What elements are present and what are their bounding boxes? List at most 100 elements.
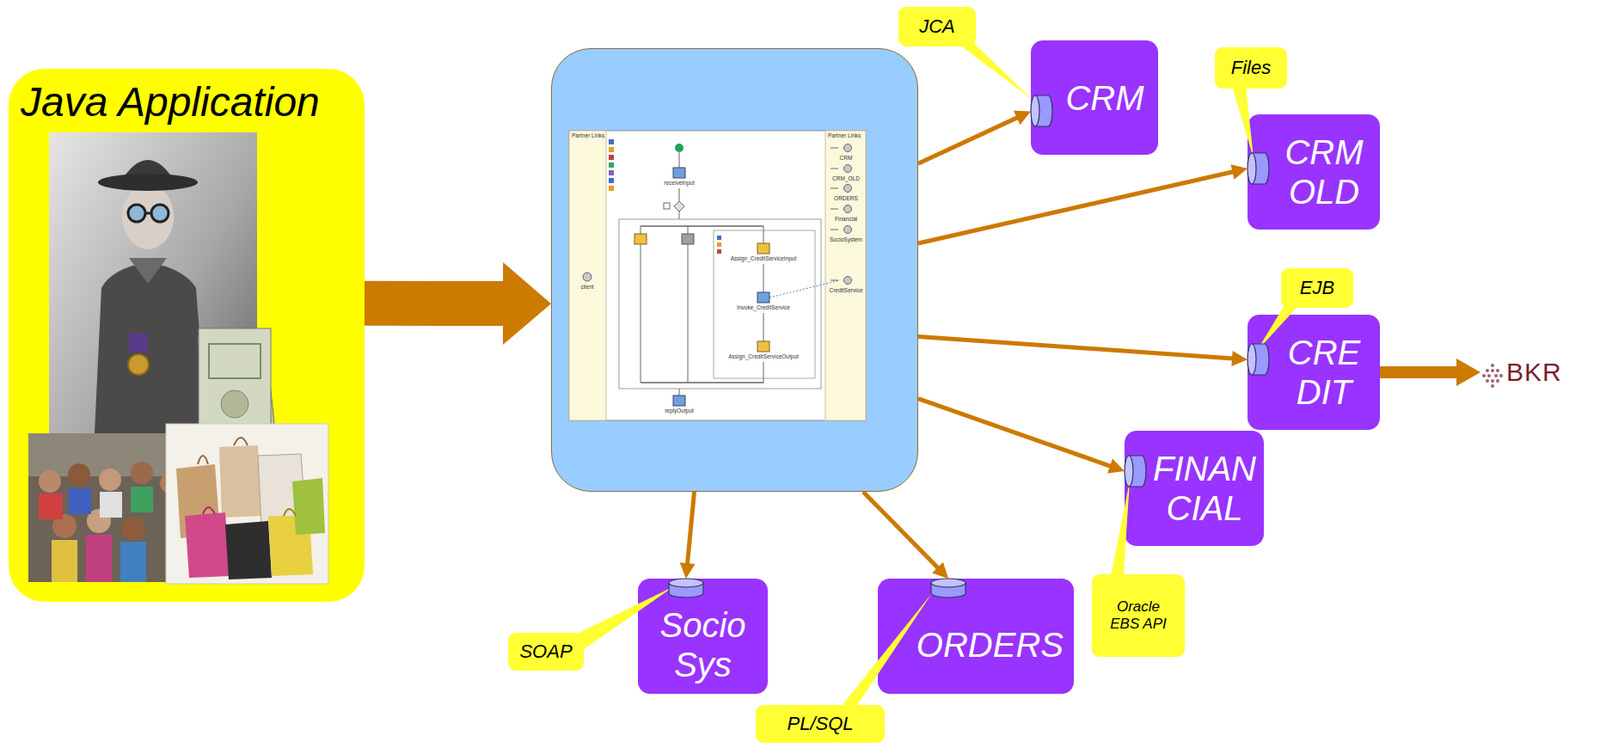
arrow-line [918, 336, 1233, 359]
bpel-screenshot [844, 144, 853, 153]
bpel-screenshot [757, 341, 770, 352]
arrow-head [931, 562, 949, 579]
bpel-screenshot [679, 388, 681, 396]
bpel-screenshot [757, 292, 770, 303]
callout-tail [1229, 77, 1254, 159]
activity-label: replyOutput [663, 407, 695, 414]
children-photo [28, 433, 190, 583]
shopping-bags-photo [202, 507, 215, 515]
children-photo [130, 461, 154, 485]
children-photo [38, 493, 63, 520]
bpel-screenshot [663, 202, 670, 209]
bkr-logo-mark [1490, 363, 1495, 368]
system-box: ORDERS [877, 578, 1074, 694]
children-photo [99, 491, 123, 518]
adapter-cylinder [1247, 343, 1257, 375]
partner-link-label: CreditService [827, 287, 864, 294]
adapter-cylinder [668, 95, 1269, 598]
arrow-line [918, 171, 1233, 244]
children-photo [38, 470, 62, 493]
arrow-head [680, 562, 696, 579]
arrow-line [863, 491, 938, 569]
bpel-screenshot [844, 165, 853, 173]
shopping-bags-photo [165, 423, 329, 584]
children-photo [121, 516, 146, 541]
protocol-callout: PL/SQL [755, 704, 885, 743]
adapter-cylinder [668, 578, 704, 588]
bpel-screenshot [569, 130, 866, 421]
bkr-logo-mark [1490, 379, 1495, 383]
bpel-screenshot [608, 162, 614, 168]
bkr-logo-mark [1494, 373, 1498, 378]
soldier-photo [128, 257, 167, 284]
bpel-screenshot [844, 205, 853, 214]
shopping-bags-photo [292, 478, 325, 535]
shopping-bags-photo [233, 437, 248, 446]
flow-arrow [1379, 358, 1481, 387]
activity-label: receiveInput [662, 179, 695, 186]
bpel-screenshot [608, 147, 614, 153]
system-name: CRM [1065, 78, 1144, 118]
banknote-photo [198, 328, 271, 439]
shopping-bags-photo [225, 521, 272, 580]
bpel-screenshot [569, 130, 866, 421]
system-name: Socio Sys [659, 605, 746, 685]
bpel-screenshot [830, 147, 839, 281]
partner-link-label: Financial [833, 215, 859, 222]
bpel-screenshot [717, 249, 722, 254]
bpel-screenshot [673, 167, 686, 178]
bpel-screenshot [634, 233, 647, 245]
children-photo [67, 463, 91, 486]
bkr-logo-mark [1485, 379, 1490, 383]
system-name: ORDERS [916, 625, 1064, 665]
shopping-bags-photo [283, 508, 296, 516]
activity-label: Assign_CreditServiceOutput [727, 353, 800, 360]
bpel-screenshot [717, 242, 722, 247]
banknote-photo [220, 390, 249, 418]
bpel-screenshot [757, 243, 770, 254]
children-photo [120, 541, 147, 583]
children-photo [85, 534, 112, 583]
partner-link-label: SocioSystem [828, 236, 864, 243]
soldier-photo [128, 333, 148, 353]
column-header: Partner Links [570, 132, 606, 139]
bpel-screenshot [674, 201, 685, 212]
soldier-photo [145, 212, 152, 215]
bpel-screenshot [582, 272, 592, 282]
soldier-photo [151, 204, 169, 222]
bkr-logo-mark [1495, 368, 1500, 373]
bpel-screenshot [608, 185, 614, 191]
banknote-photo [197, 328, 276, 439]
system-name: FINAN CIAL [1152, 448, 1257, 528]
arrow-head [1230, 164, 1248, 180]
bkr-logo-mark [1482, 363, 1503, 388]
activity-label: Assign_CreditServiceInput [729, 255, 798, 262]
partner-link-label: client [579, 283, 595, 290]
bpel-screenshot [608, 170, 614, 176]
column-header: Partner Links [827, 132, 862, 139]
bpel-screenshot [844, 226, 853, 234]
partner-link-label: CRM_OLD [831, 175, 861, 182]
adapter-cylinder [1124, 455, 1134, 487]
protocol-callout: Files [1214, 47, 1288, 89]
thick-arrow [364, 262, 552, 345]
bpel-screenshot [674, 143, 684, 153]
bkr-logo-mark [1490, 368, 1495, 373]
protocol-callout: JCA [898, 6, 976, 47]
flow-arrow [918, 164, 1248, 244]
bkr-logo: BKR [1480, 355, 1591, 390]
soldier-photo [128, 204, 146, 222]
bkr-logo-mark [1499, 373, 1503, 378]
flow-arrow [918, 110, 1031, 164]
system-name: CRM OLD [1284, 132, 1363, 212]
logo-text: BKR [1506, 359, 1563, 386]
children-photo [68, 488, 92, 515]
bpel-screenshot [619, 219, 822, 389]
adapter-cylinder [1030, 95, 1040, 127]
shopping-bags-photo [184, 512, 231, 578]
arrow-head [1013, 110, 1031, 125]
bpel-screenshot [844, 276, 853, 285]
bkr-logo-mark [1482, 373, 1486, 378]
callout-tail [838, 593, 932, 711]
